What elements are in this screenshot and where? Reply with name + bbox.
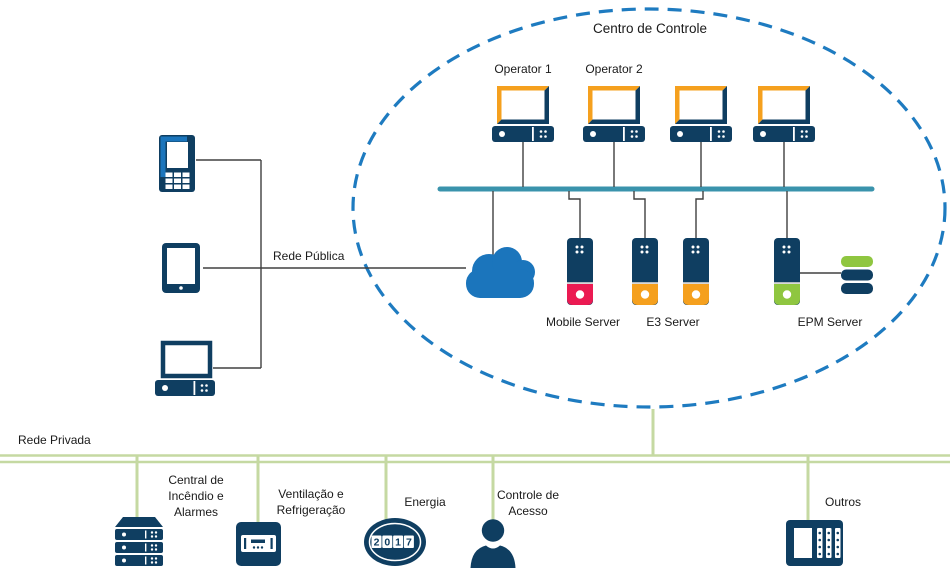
meter-digit-1: 2 [374, 537, 380, 549]
rack-icon [115, 517, 163, 566]
meter-digit-2: 0 [384, 537, 390, 549]
smartphone-icon [159, 135, 195, 192]
e3-server-icon-1 [632, 238, 658, 305]
laptop-icon [155, 340, 215, 396]
workstation-icon-1 [492, 86, 554, 142]
control-panel-icon [236, 522, 281, 566]
control-center-boundary-ellipse [351, 7, 947, 409]
tablet-icon [162, 243, 200, 293]
cloud-icon [466, 247, 535, 298]
label-e3-server: E3 Server [646, 315, 700, 329]
label-central-incendio: Central de Incêndio e Alarmes [168, 473, 224, 519]
label-rede-publica: Rede Pública [273, 249, 345, 263]
epm-server-icon [774, 238, 800, 305]
label-operator1: Operator 1 [494, 62, 552, 76]
energy-meter-icon: 2 0 1 7 [364, 518, 426, 566]
mobile-server-icon [567, 238, 593, 305]
workstation-icon-3 [670, 86, 732, 142]
label-outros: Outros [824, 495, 861, 509]
label-rede-privada: Rede Privada [18, 433, 91, 447]
meter-digit-4: 7 [406, 537, 412, 549]
connector-lines [196, 142, 841, 369]
private-network-bus [0, 409, 950, 523]
label-controle-acesso: Controle de Acesso [496, 488, 560, 518]
label-mobile-server: Mobile Server [545, 315, 621, 329]
label-energia: Energia [404, 495, 446, 509]
workstation-icon-2 [583, 86, 645, 142]
label-operator2: Operator 2 [585, 62, 643, 76]
e3-server-icon-2 [683, 238, 709, 305]
workstation-icon-4 [753, 86, 815, 142]
label-epm-server: EPM Server [797, 315, 863, 329]
meter-digit-3: 1 [395, 537, 401, 549]
storage-stack-icon [841, 256, 873, 294]
person-icon [470, 519, 516, 568]
plc-icon [786, 520, 843, 566]
diagram-title: Centro de Controle [592, 21, 708, 36]
label-ventilacao: Ventilação e Refrigeração [276, 487, 346, 517]
